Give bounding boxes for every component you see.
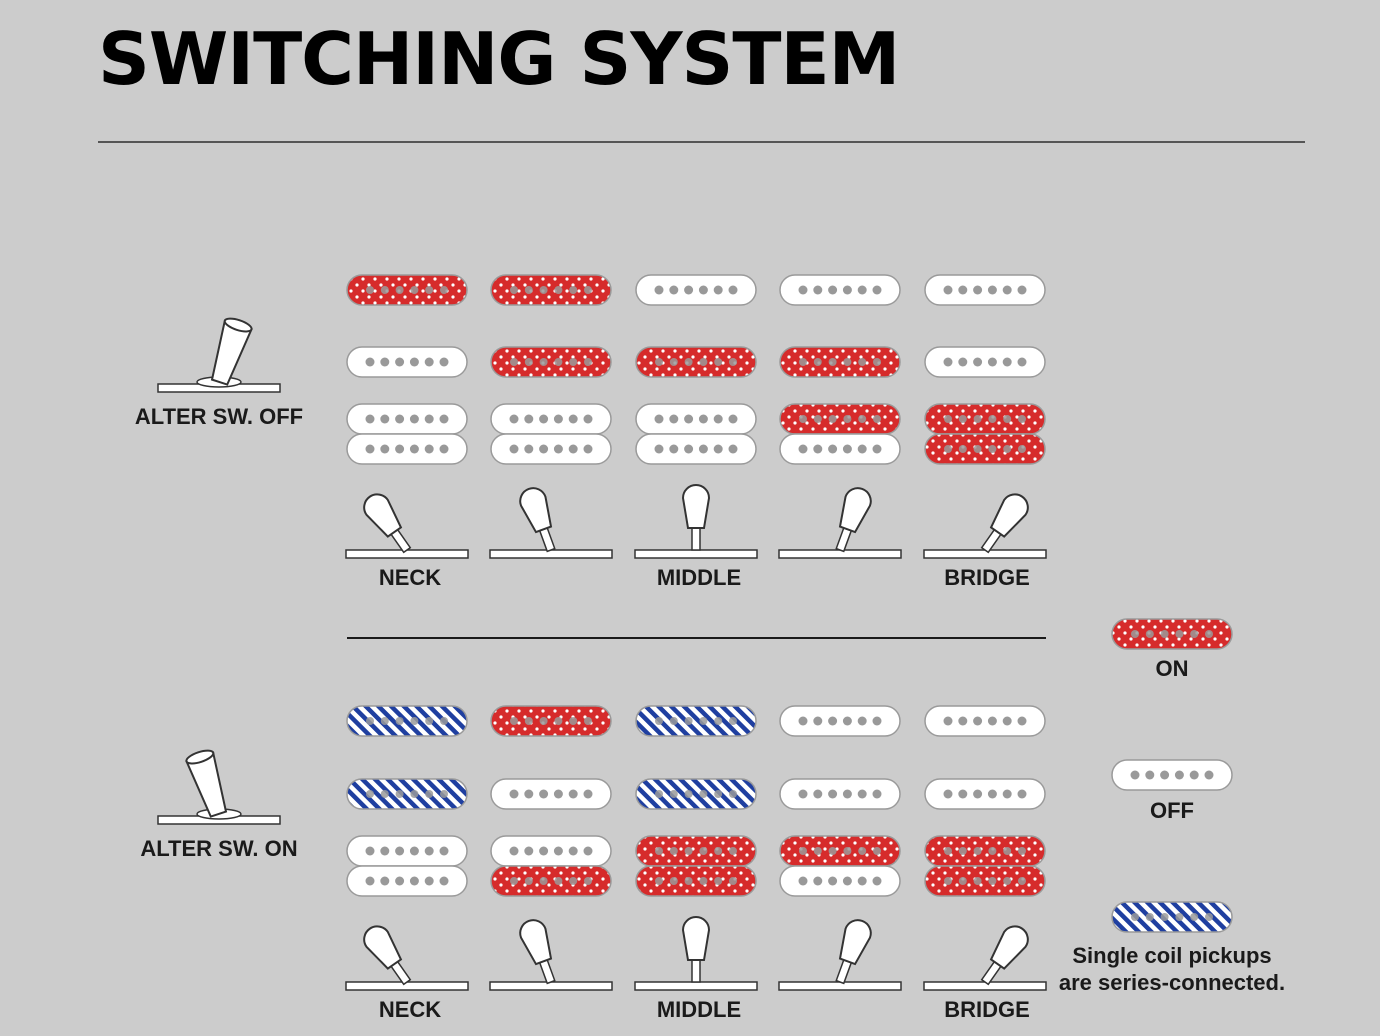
selector-row-alter-off (345, 484, 1047, 559)
bridge-humbucker-top-coil (490, 403, 612, 435)
pickup-grid-alter-on (346, 705, 1046, 897)
alter-toggle-off-icon (157, 317, 281, 393)
bridge-humbucker-top-coil (346, 403, 468, 435)
switch-position-column (924, 274, 1046, 465)
neck-pickup (635, 274, 757, 306)
section-alter-on: ALTER SW. ON NECK MIDDLE BRIDGE (140, 705, 1047, 1022)
selector-row-alter-on (345, 916, 1047, 991)
pickup-selector-icon (778, 919, 902, 991)
bridge-humbucker-bottom-coil (346, 865, 468, 897)
pickup-selector-icon (923, 925, 1047, 991)
bridge-humbucker-top-coil (779, 835, 901, 867)
pickup-selector-icon (489, 487, 613, 559)
pickup-selector-icon (634, 484, 758, 559)
middle-pickup (635, 778, 757, 810)
legend-on-label: ON (1156, 656, 1189, 681)
middle-pickup (346, 778, 468, 810)
title-divider (98, 141, 1305, 143)
pickup-selector-icon (923, 493, 1047, 559)
pickup-selector-icon (345, 925, 469, 991)
alter-toggle-on-icon (157, 749, 281, 825)
pickup-selector-icon (489, 919, 613, 991)
bridge-humbucker-top-coil (346, 835, 468, 867)
neck-pickup (490, 705, 612, 737)
legend-off-label: OFF (1150, 798, 1194, 823)
position-label-middle: MIDDLE (657, 997, 741, 1022)
position-label-bridge: BRIDGE (944, 997, 1030, 1022)
bridge-humbucker-bottom-coil (346, 433, 468, 465)
switch-position-column (779, 274, 901, 465)
legend-series-label-line1: Single coil pickups (1072, 943, 1271, 968)
switch-position-column (490, 274, 612, 465)
neck-pickup (490, 274, 612, 306)
middle-pickup (490, 346, 612, 378)
legend-on-swatch (1111, 618, 1233, 650)
switch-position-column (346, 274, 468, 465)
pickup-selector-icon (634, 916, 758, 991)
legend-series-swatch (1111, 901, 1233, 933)
position-label-neck: NECK (379, 565, 441, 590)
middle-pickup (779, 778, 901, 810)
bridge-humbucker-bottom-coil (490, 433, 612, 465)
pickup-selector-icon (778, 487, 902, 559)
position-label-middle: MIDDLE (657, 565, 741, 590)
bridge-humbucker-bottom-coil (490, 865, 612, 897)
middle-pickup (490, 778, 612, 810)
legend: ON OFF Single coil pickups are series-co… (1059, 618, 1285, 995)
neck-pickup (346, 274, 468, 306)
middle-pickup (635, 346, 757, 378)
bridge-humbucker-bottom-coil (924, 865, 1046, 897)
middle-pickup (779, 346, 901, 378)
neck-pickup (779, 274, 901, 306)
bridge-humbucker-bottom-coil (635, 865, 757, 897)
position-label-bridge: BRIDGE (944, 565, 1030, 590)
bridge-humbucker-top-coil (635, 835, 757, 867)
neck-pickup (924, 705, 1046, 737)
section-alter-off: ALTER SW. OFF NECK MIDDLE BRIDGE (135, 274, 1047, 590)
neck-pickup (346, 705, 468, 737)
bridge-humbucker-top-coil (779, 403, 901, 435)
switch-position-column (635, 705, 757, 897)
switch-position-column (779, 705, 901, 897)
neck-pickup (635, 705, 757, 737)
legend-off-swatch (1111, 759, 1233, 791)
bridge-humbucker-bottom-coil (779, 865, 901, 897)
middle-pickup (924, 346, 1046, 378)
middle-pickup (346, 346, 468, 378)
switch-position-column (635, 274, 757, 465)
position-label-neck: NECK (379, 997, 441, 1022)
bridge-humbucker-top-coil (924, 403, 1046, 435)
switch-position-column (346, 705, 468, 897)
bridge-humbucker-top-coil (924, 835, 1046, 867)
bridge-humbucker-bottom-coil (924, 433, 1046, 465)
pickup-grid-alter-off (346, 274, 1046, 465)
pickup-selector-icon (345, 493, 469, 559)
neck-pickup (779, 705, 901, 737)
neck-pickup (924, 274, 1046, 306)
switch-position-column (490, 705, 612, 897)
bridge-humbucker-top-coil (490, 835, 612, 867)
bridge-humbucker-bottom-coil (779, 433, 901, 465)
bridge-humbucker-top-coil (635, 403, 757, 435)
legend-series-label-line2: are series-connected. (1059, 970, 1285, 995)
alter-switch-off-label: ALTER SW. OFF (135, 404, 303, 429)
alter-switch-on-label: ALTER SW. ON (140, 836, 297, 861)
bridge-humbucker-bottom-coil (635, 433, 757, 465)
page-title: SWITCHING SYSTEM (98, 17, 900, 101)
middle-pickup (924, 778, 1046, 810)
switch-position-column (924, 705, 1046, 897)
